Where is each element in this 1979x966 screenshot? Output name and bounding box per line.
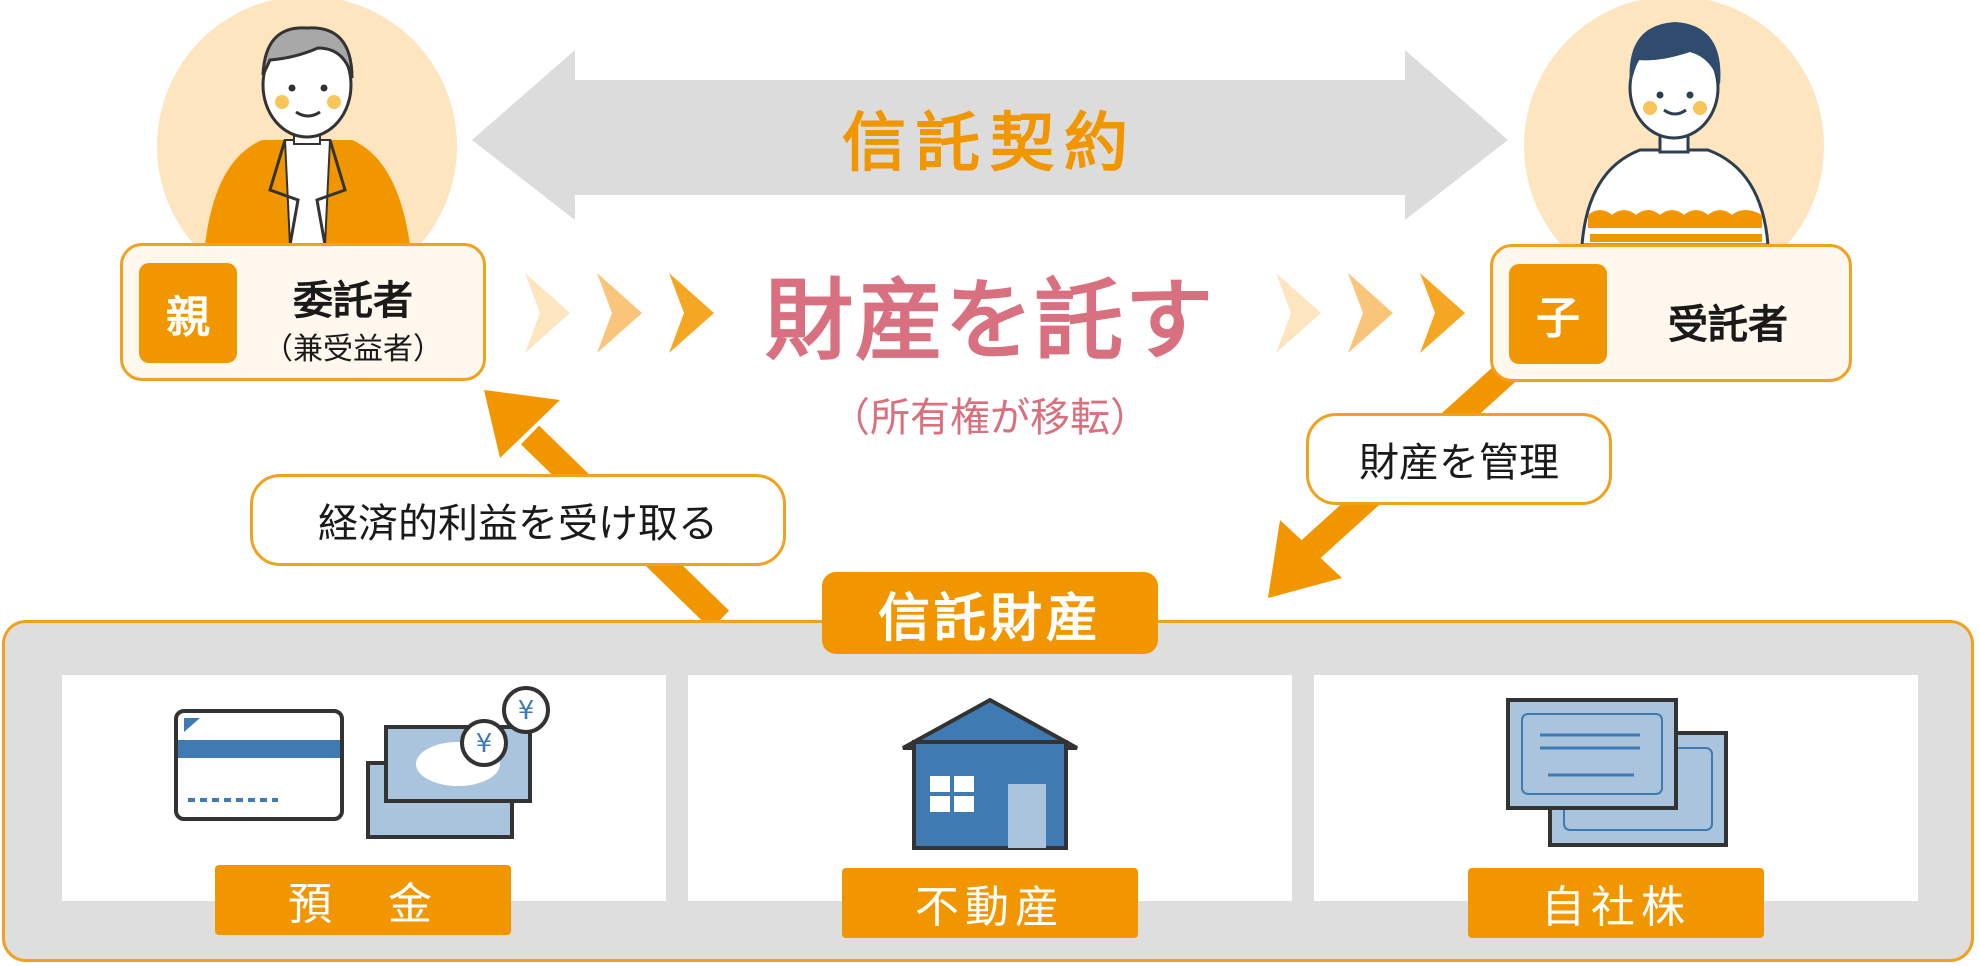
benefit-pill: 経済的利益を受け取る xyxy=(250,474,786,566)
contract-double-arrow xyxy=(472,50,1508,220)
settlor-badge: 親 xyxy=(139,263,237,363)
asset-label-company-stock: 自社株 xyxy=(1468,868,1764,938)
chevron-icon xyxy=(597,273,642,353)
asset-panel-deposit xyxy=(62,675,666,901)
asset-label-deposit: 預 金 xyxy=(215,865,511,935)
contract-label: 信託契約 xyxy=(842,107,1138,181)
asset-label-real-estate: 不動産 xyxy=(842,868,1138,938)
settlor-role-sub: （兼受益者） xyxy=(263,332,443,367)
chevron-icon xyxy=(525,273,570,353)
trust-property-title: 信託財産 xyxy=(822,572,1158,654)
settlor-role: 委託者 xyxy=(293,278,413,324)
settlor-box: 親 委託者 （兼受益者） xyxy=(120,243,486,381)
chevron-icon xyxy=(1420,273,1465,353)
trustee-box: 子 受託者 xyxy=(1490,244,1852,382)
manage-pill: 財産を管理 xyxy=(1306,413,1612,505)
settlor-person-icon xyxy=(205,26,410,246)
chevron-icon xyxy=(669,273,714,353)
trustee-badge: 子 xyxy=(1509,264,1607,364)
trustee-person-icon xyxy=(1580,22,1770,247)
benefit-arrow-head xyxy=(484,390,560,458)
entrust-label: 財産を託す xyxy=(764,269,1215,372)
manage-arrow-head xyxy=(1268,520,1342,598)
chevron-icon xyxy=(1348,273,1393,353)
trustee-role: 受託者 xyxy=(1668,302,1788,348)
chevron-icon xyxy=(1276,273,1321,353)
ownership-transfer-label: （所有権が移転） xyxy=(830,395,1150,441)
